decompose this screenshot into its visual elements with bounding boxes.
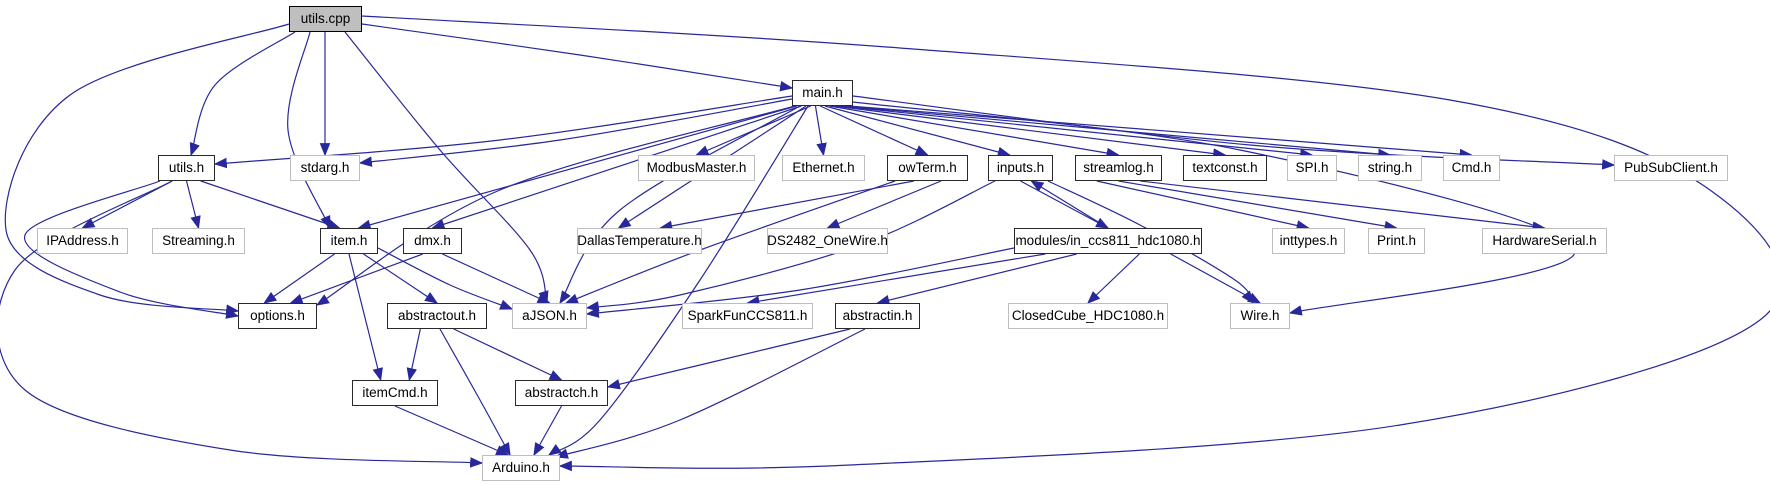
edge-abstractin-h-abstractch-h xyxy=(606,328,851,390)
edge-main-h-options-h xyxy=(315,105,796,306)
node-spi-h: SPI.h xyxy=(1287,155,1337,181)
node-options-h[interactable]: options.h xyxy=(238,303,317,329)
edge-utils-cpp-main-h xyxy=(361,23,794,92)
edge-main-h-inputs-h xyxy=(824,105,1011,158)
edge-abstractout-h-arduino-h xyxy=(439,328,511,457)
edge-main-h-item-h xyxy=(357,105,797,230)
node-print-h: Print.h xyxy=(1368,228,1425,254)
edge-utils-h-options-h xyxy=(24,180,240,319)
edge-owterm-h-ds2482-onewire-h xyxy=(826,180,942,229)
edge-utils-cpp-options-h xyxy=(4,23,290,315)
edge-main-h-spi-h xyxy=(838,105,1314,160)
node-inttypes-h: inttypes.h xyxy=(1272,228,1345,254)
edge-abstractin-h-arduino-h xyxy=(554,328,866,459)
edge-dmx-h-ajson-h xyxy=(442,253,551,304)
node-utils-h[interactable]: utils.h xyxy=(158,155,215,181)
edge-abstractout-h-itemcmd-h xyxy=(406,328,421,382)
edge-main-h-cmd-h xyxy=(848,105,1473,160)
edge-streamlog-h-hardwareserial-h xyxy=(1140,180,1546,232)
node-streaming-h: Streaming.h xyxy=(152,228,245,254)
node-itemcmd-h[interactable]: itemCmd.h xyxy=(352,380,438,406)
node-ajson-h: aJSON.h xyxy=(512,303,587,329)
node-sparkfunccs811-h: SparkFunCCS811.h xyxy=(682,303,813,329)
edge-dmx-h-options-h xyxy=(289,253,423,304)
node-abstractin-h[interactable]: abstractin.h xyxy=(835,303,920,329)
node-ethernet-h: Ethernet.h xyxy=(782,155,865,181)
node-string-h: string.h xyxy=(1358,155,1422,181)
edge-main-h-pubsubclient-h xyxy=(852,95,1616,170)
edge-main-h-dmx-h xyxy=(431,105,802,230)
edge-utils-h-streaming-h xyxy=(185,180,201,230)
node-arduino-h: Arduino.h xyxy=(482,455,560,481)
edge-streamlog-h-inttypes-h xyxy=(1096,180,1310,231)
edge-itemcmd-h-arduino-h xyxy=(394,405,510,456)
node-main-h[interactable]: main.h xyxy=(792,80,853,106)
edge-modules-in-ccs811-hdc1080-h-abstractin-h xyxy=(876,253,1077,306)
node-item-h[interactable]: item.h xyxy=(320,228,378,254)
edge-streamlog-h-print-h xyxy=(1118,180,1398,232)
node-hardwareserial-h: HardwareSerial.h xyxy=(1482,228,1607,254)
edge-modules-in-ccs811-hdc1080-h-inputs-h xyxy=(1030,180,1109,229)
node-dallastemperature-h: DallasTemperature.h xyxy=(577,228,702,254)
edge-main-h-ajson-h xyxy=(559,105,801,305)
node-stdarg-h: stdarg.h xyxy=(290,155,360,181)
edge-utils-cpp-ajson-h xyxy=(344,31,549,305)
node-closedcube-hdc1080-h: ClosedCube_HDC1080.h xyxy=(1008,303,1168,329)
edge-item-h-ajson-h xyxy=(377,247,514,310)
edge-inputs-h-ajson-h xyxy=(585,180,996,312)
edge-modules-in-ccs811-hdc1080-h-ajson-h xyxy=(585,247,1015,318)
node-abstractch-h[interactable]: abstractch.h xyxy=(515,380,608,406)
node-textconst-h[interactable]: textconst.h xyxy=(1183,155,1267,181)
edge-utils-cpp-arduino-h xyxy=(361,15,1770,472)
edge-item-h-abstractout-h xyxy=(363,253,439,304)
edge-main-h-arduino-h xyxy=(547,105,809,456)
node-cmd-h: Cmd.h xyxy=(1443,155,1500,181)
edge-main-h-textconst-h xyxy=(834,105,1227,159)
node-owterm-h[interactable]: owTerm.h xyxy=(887,155,968,181)
edge-utils-h-item-h xyxy=(200,180,341,230)
edge-modules-in-ccs811-hdc1080-h-closedcube-hdc1080-h xyxy=(1087,253,1140,304)
node-abstractout-h[interactable]: abstractout.h xyxy=(387,303,487,329)
edge-main-h-stdarg-h xyxy=(358,98,793,167)
edge-modules-in-ccs811-hdc1080-h-sparkfunccs811-h xyxy=(746,253,1046,307)
node-utils-cpp[interactable]: utils.cpp xyxy=(289,6,362,32)
edge-modules-in-ccs811-hdc1080-h-wire-h xyxy=(1170,253,1262,304)
edge-item-h-options-h xyxy=(263,253,335,304)
edge-abstractch-h-arduino-h xyxy=(533,405,563,457)
node-inputs-h[interactable]: inputs.h xyxy=(988,155,1053,181)
node-pubsubclient-h: PubSubClient.h xyxy=(1614,155,1728,181)
edge-abstractout-h-abstractch-h xyxy=(453,328,563,381)
edge-utils-cpp-utils-h xyxy=(189,31,296,157)
node-modules-in-ccs811-hdc1080-h[interactable]: modules/in_ccs811_hdc1080.h xyxy=(1014,228,1202,254)
node-ipaddress-h: IPAddress.h xyxy=(37,228,128,254)
node-modbusmaster-h: ModbusMaster.h xyxy=(638,155,755,181)
node-wire-h: Wire.h xyxy=(1230,303,1290,329)
node-streamlog-h[interactable]: streamlog.h xyxy=(1075,155,1162,181)
edge-main-h-utils-h xyxy=(213,95,793,169)
edge-main-h-owterm-h xyxy=(819,105,929,156)
node-dmx-h[interactable]: dmx.h xyxy=(403,228,462,254)
edge-item-h-itemcmd-h xyxy=(348,253,383,382)
node-ds2482-onewire-h: DS2482_OneWire.h xyxy=(767,228,888,254)
edge-main-h-streamlog-h xyxy=(829,105,1120,159)
edge-main-h-wire-h xyxy=(852,101,1576,316)
edge-utils-cpp-item-h xyxy=(287,31,331,230)
edge-main-h-ethernet-h xyxy=(814,105,827,157)
